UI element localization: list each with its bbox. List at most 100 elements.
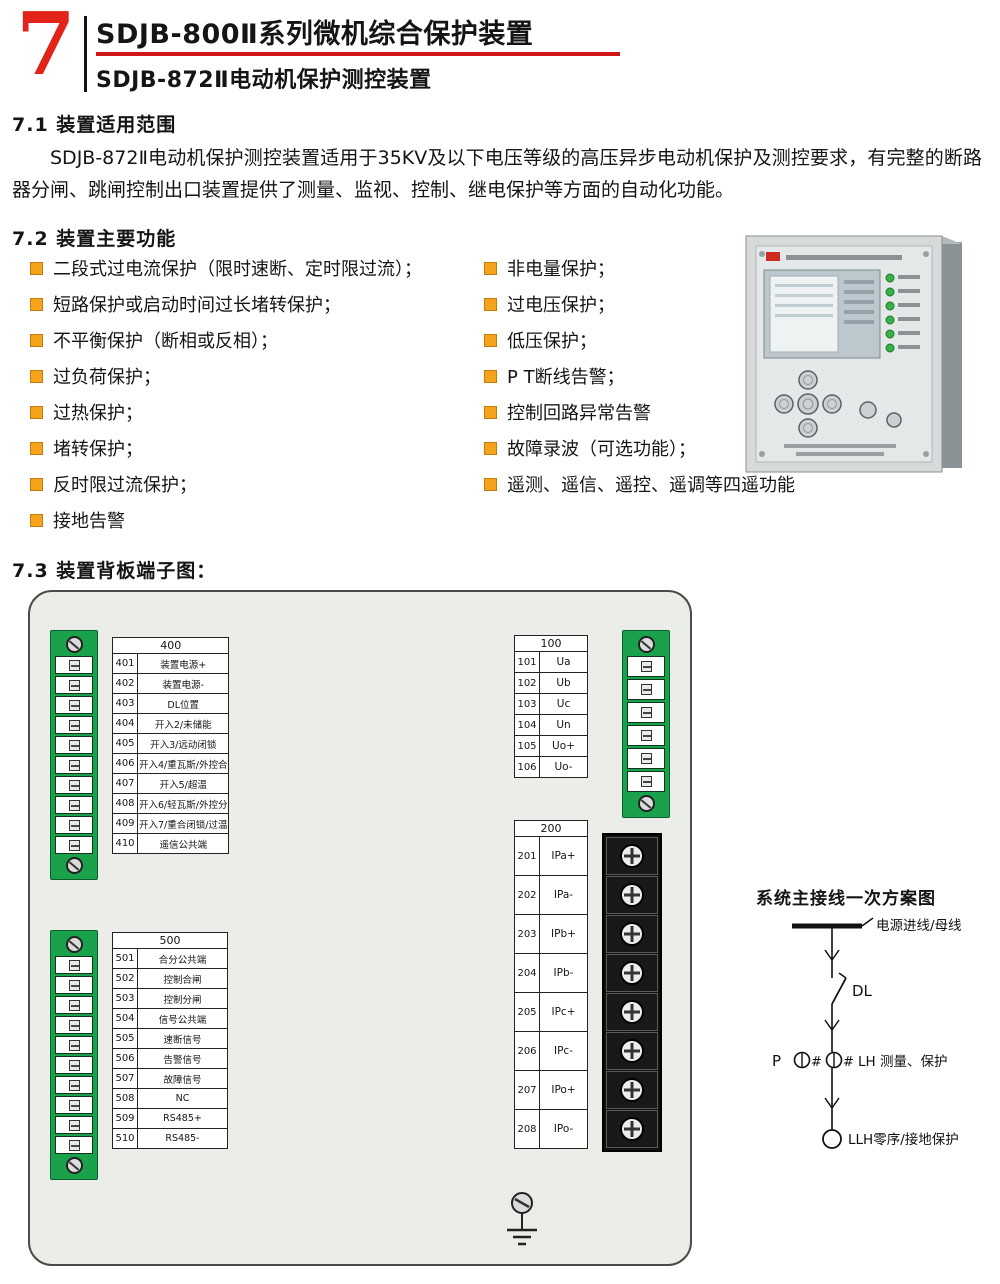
breaker-label: DL: [852, 982, 873, 1000]
terminal-label: IPb-: [539, 953, 588, 993]
terminal-number: 502: [112, 968, 138, 989]
terminal-label: IPo-: [539, 1109, 588, 1149]
screw-pin-icon: [68, 679, 80, 691]
chapter-number: 7: [16, 0, 76, 95]
terminal-label: IPa-: [539, 875, 588, 915]
single-line-diagram: 电源进线/母线 DL P # # LH 测量、保护 LLH零序/接地保护: [772, 917, 962, 1149]
terminal-label: IPo+: [539, 1070, 588, 1110]
feature-label: 过电压保护；: [507, 295, 615, 316]
feature-list-left: 二段式过电流保护（限时速断、定时限过流）； 短路保护或启动时间过长堵转保护； 不…: [30, 250, 480, 538]
scheme-title: 系统主接线一次方案图: [756, 889, 936, 909]
bullet-square-icon: [30, 441, 43, 455]
bullet-square-icon: [484, 405, 497, 419]
terminal-label: NC: [137, 1088, 228, 1109]
feature-list-right: 非电量保护； 过电压保护； 低压保护； P T断线告警； 控制回路异常告警 故障…: [484, 250, 804, 502]
screw-icon: [65, 636, 83, 653]
terminal-label: IPc-: [539, 1031, 588, 1071]
terminal-number: 204: [514, 953, 540, 993]
ground-symbol-icon: [507, 1192, 537, 1246]
hash-mark: #: [811, 1055, 822, 1070]
terminal-cell: [55, 1096, 93, 1114]
terminal-cell: [627, 679, 665, 700]
screw-pin-icon: [68, 1139, 80, 1151]
feature-label: 遥测、遥信、遥控、遥调等四遥功能: [507, 475, 795, 496]
table-header-row: 500: [112, 932, 228, 949]
terminal-number: 406: [112, 753, 138, 774]
screw-pin-icon: [68, 1039, 80, 1051]
feature-label: P T断线告警；: [507, 367, 625, 388]
table-header-row: 200: [514, 820, 588, 837]
screw-icon: [620, 1117, 644, 1141]
feature-item: 不平衡保护（断相或反相）；: [30, 322, 480, 358]
terminal-label: 装置电源+: [136, 653, 230, 674]
screw-pin-icon: [68, 1059, 80, 1071]
feature-label: 二段式过电流保护（限时速断、定时限过流）；: [53, 259, 422, 280]
terminal-cell: [55, 836, 93, 854]
terminal-number: 509: [112, 1108, 138, 1129]
terminal-number: 106: [514, 756, 540, 778]
terminal-cell: [55, 1136, 93, 1154]
bullet-square-icon: [484, 369, 497, 383]
feature-item: P T断线告警；: [484, 358, 804, 394]
terminal-label: 告警信号: [137, 1048, 228, 1069]
screw-pin-icon: [640, 776, 652, 787]
screw-pin-icon: [68, 1119, 80, 1131]
terminal-label: 开入6/轻瓦斯/外控分: [136, 793, 230, 814]
green-connector-500: [50, 930, 98, 1180]
screw-icon: [620, 922, 644, 946]
ct-terminal: [606, 993, 658, 1031]
feature-label: 故障录波（可选功能）；: [507, 439, 696, 460]
terminal-number: 504: [112, 1008, 138, 1029]
terminal-cell: [55, 996, 93, 1014]
terminal-cell: [627, 656, 665, 677]
screw-icon: [620, 844, 644, 868]
bullet-square-icon: [484, 297, 497, 311]
feature-item: 堵转保护；: [30, 430, 480, 466]
green-connector-100: [622, 630, 670, 818]
feature-item: 过负荷保护；: [30, 358, 480, 394]
terminal-label: DL位置: [136, 693, 230, 714]
feature-label: 不平衡保护（断相或反相）；: [53, 331, 278, 352]
table-title: 200: [514, 820, 588, 837]
bullet-square-icon: [30, 261, 43, 275]
screw-icon: [620, 1000, 644, 1024]
feature-label: 非电量保护；: [507, 259, 615, 280]
page-title: SDJB-800Ⅱ系列微机综合保护装置: [96, 19, 534, 50]
terminal-number: 401: [112, 653, 138, 674]
feature-item: 短路保护或启动时间过长堵转保护；: [30, 286, 480, 322]
terminal-label: Uc: [539, 693, 588, 715]
terminal-number: 404: [112, 713, 138, 734]
terminal-label: 开入3/远动闭锁: [136, 733, 230, 754]
screw-icon: [620, 1078, 644, 1102]
screw-pin-icon: [68, 1079, 80, 1091]
feature-label: 反时限过流保护；: [53, 475, 197, 496]
terminal-label: 开入7/重合闭锁/过温: [136, 813, 230, 834]
feature-item: 反时限过流保护；: [30, 466, 480, 502]
terminal-number: 510: [112, 1128, 138, 1149]
lh-label: LH 测量、保护: [858, 1054, 947, 1070]
feature-label: 过热保护；: [53, 403, 143, 424]
terminal-label: Un: [539, 714, 588, 736]
table-header-row: 100: [514, 635, 588, 652]
busbar-label: 电源进线/母线: [876, 918, 962, 934]
screw-icon: [637, 636, 655, 653]
ct-terminal: [606, 876, 658, 914]
arrow-down-icon: [824, 1019, 840, 1032]
terminal-number: 205: [514, 992, 540, 1032]
terminal-number: 403: [112, 693, 138, 714]
